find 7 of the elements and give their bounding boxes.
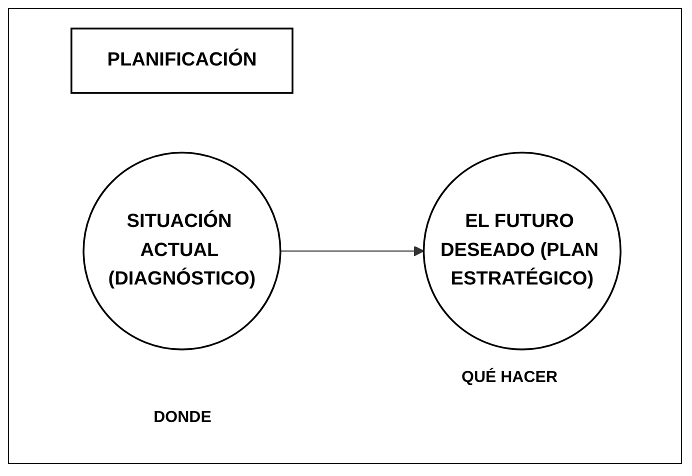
node-circle bbox=[422, 152, 622, 350]
node-circle bbox=[82, 152, 282, 350]
node-box bbox=[70, 28, 294, 94]
note-text: QUÉ HACER bbox=[462, 369, 558, 387]
note-text: DONDE bbox=[154, 409, 212, 427]
arrow bbox=[280, 246, 424, 256]
frame-border: PLANIFICACIÓN SITUACIÓN ACTUAL (DIAGNÓSTICO) EL FUTURO DESEADO (PLAN ESTRATÉGICO) QUÉ HACER DONDE bbox=[8, 8, 682, 464]
